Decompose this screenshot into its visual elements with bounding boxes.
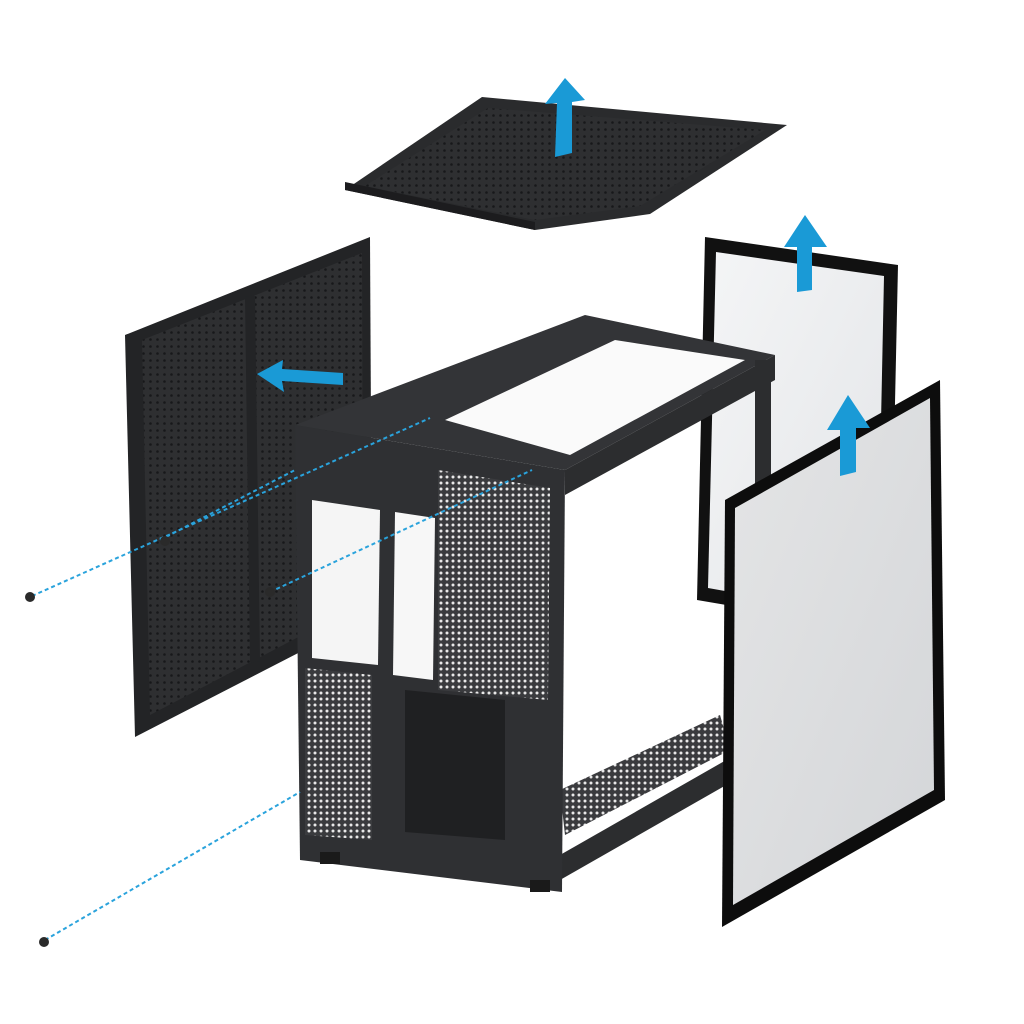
- case-chassis: [295, 315, 775, 892]
- arrow-up-icon: [784, 215, 827, 292]
- arrow-up-icon: [827, 395, 870, 476]
- screw-guide-lines: [31, 417, 533, 941]
- arrow-left-icon: [257, 360, 343, 392]
- arrow-up-icon: [545, 78, 585, 157]
- top-mesh-panel: [345, 97, 787, 230]
- screw-icon: [25, 536, 275, 947]
- front-glass-panel: [722, 380, 945, 927]
